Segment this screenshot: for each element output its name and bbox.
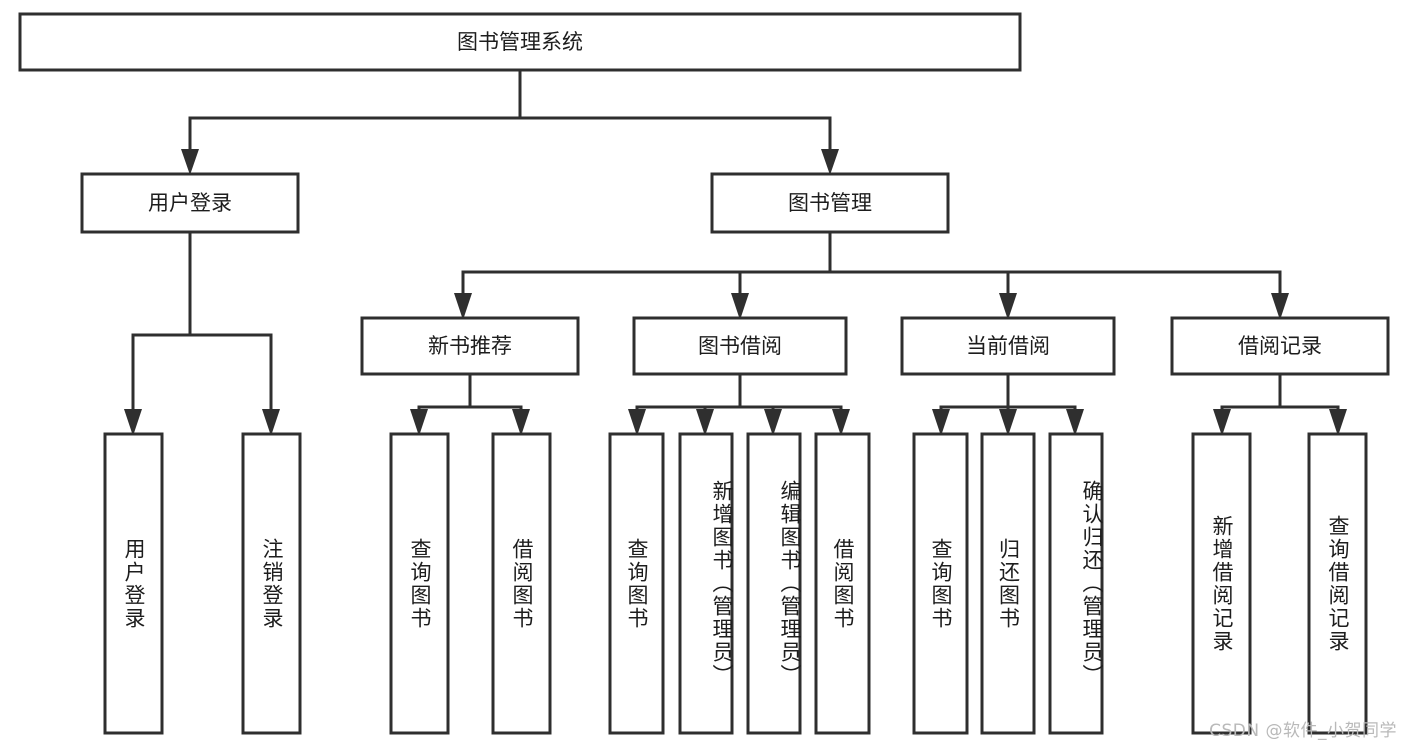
node-leaf-logout[interactable] (241, 432, 302, 735)
arrow-to-leaf-cur-confirm (1066, 409, 1084, 436)
arrow-to-leaf-rec-query (410, 409, 428, 436)
arrow-to-leaf-borrow-add (696, 409, 714, 436)
horizontal-label-group: 图书管理系统 用户登录 图书管理 新书推荐 图书借阅 当前借阅 借阅记录 (148, 30, 1322, 358)
node-leaf-borrow-do[interactable] (814, 432, 871, 735)
node-leaf-cur-query[interactable] (912, 432, 969, 735)
arrow-to-leaf-rec-borrow (512, 409, 530, 436)
node-new-book-rec[interactable] (360, 316, 580, 376)
arrow-to-leaf-borrow-do (832, 409, 850, 436)
node-root[interactable] (18, 12, 1022, 72)
arrow-to-leaf-logout (262, 409, 280, 436)
node-leaf-rec-borrow[interactable] (491, 432, 552, 735)
arrow-to-book-borrow (731, 293, 749, 320)
arrow-to-leaf-rec-search (1329, 409, 1347, 436)
node-leaf-borrow-query[interactable] (608, 432, 665, 735)
label-user-login: 用户登录 (148, 191, 232, 215)
arrow-to-leaf-rec-add (1213, 409, 1231, 436)
label-book-manage: 图书管理 (788, 191, 872, 215)
node-box-group (18, 12, 1390, 735)
watermark: CSDN @软件_小贺同学 (1209, 721, 1397, 741)
node-leaf-rec-search[interactable] (1307, 432, 1368, 735)
arrow-to-leaf-borrow-edit (764, 409, 782, 436)
node-book-manage[interactable] (710, 172, 950, 234)
arrow-to-leaf-borrow-query (628, 409, 646, 436)
arrow-to-leaf-cur-return (999, 409, 1017, 436)
label-book-borrow: 图书借阅 (698, 334, 782, 358)
arrow-to-borrow-record (1271, 293, 1289, 320)
arrow-to-leaf-cur-query (932, 409, 950, 436)
arrow-to-leaf-user-login (124, 409, 142, 436)
label-current-borrow: 当前借阅 (966, 334, 1050, 358)
node-leaf-cur-confirm[interactable] (1048, 432, 1104, 735)
node-leaf-rec-add[interactable] (1191, 432, 1252, 735)
label-borrow-record: 借阅记录 (1238, 334, 1322, 358)
node-current-borrow[interactable] (900, 316, 1116, 376)
arrow-root-to-user-login (181, 149, 199, 175)
node-book-borrow[interactable] (632, 316, 848, 376)
node-leaf-borrow-edit[interactable] (746, 432, 802, 735)
node-leaf-user-login[interactable] (103, 432, 164, 735)
arrow-to-new-book-rec (454, 293, 472, 320)
arrow-to-current-borrow (999, 293, 1017, 320)
node-user-login[interactable] (80, 172, 300, 234)
label-new-book-rec: 新书推荐 (428, 334, 512, 358)
node-borrow-record[interactable] (1170, 316, 1390, 376)
node-leaf-rec-query[interactable] (389, 432, 450, 735)
arrow-root-to-book-manage (821, 149, 839, 175)
connector-group (124, 67, 1347, 436)
node-leaf-borrow-add[interactable] (678, 432, 734, 735)
node-leaf-cur-return[interactable] (980, 432, 1036, 735)
label-root: 图书管理系统 (457, 30, 583, 54)
